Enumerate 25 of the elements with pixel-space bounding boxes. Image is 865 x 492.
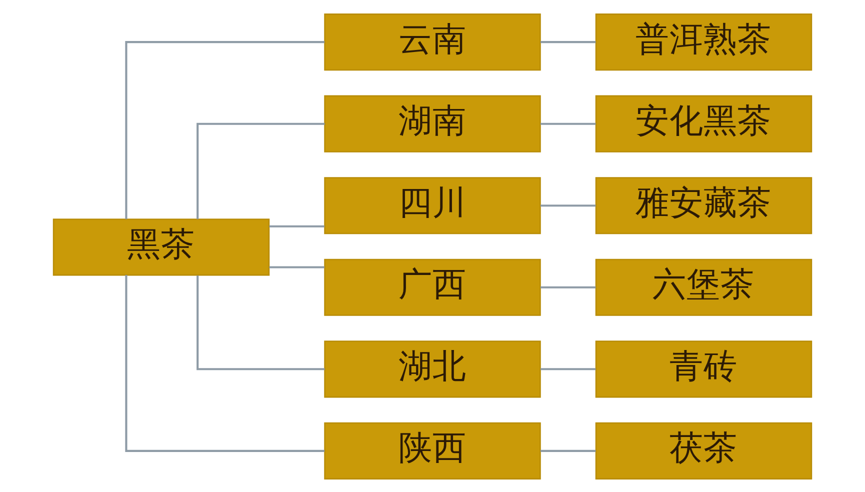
node-box: 普洱熟茶 [595,13,812,70]
node-box: 广西 [324,258,541,316]
node-box: 安化黑茶 [595,94,812,152]
connector [540,40,596,43]
node-box: 湖北 [324,340,541,398]
node-box: 黑茶 [52,218,270,276]
connector [540,368,596,370]
connector [196,122,325,219]
connector [540,286,596,288]
node-box: 四川 [324,176,541,234]
connector [269,266,324,268]
connector [540,449,596,452]
node-box: 湖南 [324,94,541,152]
node-box: 青砖 [595,340,812,398]
node-box: 六堡茶 [595,258,812,316]
connector [125,40,325,219]
connector [125,274,325,452]
connector [540,204,596,206]
node-box: 茯茶 [595,422,812,479]
connector [196,274,325,370]
node-box: 雅安藏茶 [595,176,812,234]
connector [540,122,596,124]
node-box: 陕西 [324,422,541,479]
connector [269,224,324,227]
node-box: 云南 [324,13,541,70]
